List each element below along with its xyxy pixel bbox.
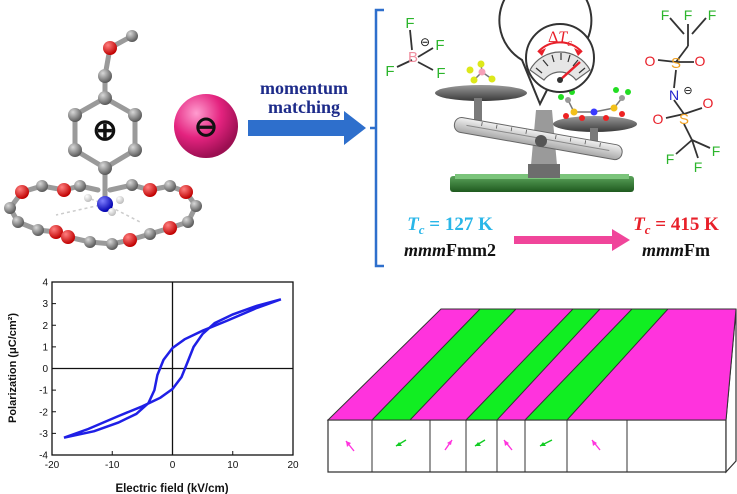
domain-slab [326,308,737,474]
tc-high-label: Tc = 415 K [633,214,719,237]
y-tick-label: 2 [42,321,48,332]
tfsi-anion: F F F S O O N ⊖ S O O F F F [645,7,721,175]
svg-text:F: F [712,143,721,159]
arrow-label-line1: momentum [260,78,348,98]
x-tick-label: 20 [287,460,299,471]
y-tick-label: -4 [39,451,48,462]
svg-text:F: F [385,63,394,80]
svg-text:F: F [661,7,670,23]
y-axis-label: Polarization (μC/cm²) [7,313,19,423]
y-tick-label: -3 [39,429,48,440]
anion-charge-icon: ⊖ [194,111,217,142]
scheme-bracket [370,8,384,268]
svg-text:F: F [684,7,693,23]
phase-transition-arrow [514,229,630,251]
svg-text:S: S [679,111,689,128]
tc-low-label: Tc = 127 K [407,214,493,237]
x-tick-label: 0 [170,460,176,471]
y-tick-label: 3 [42,299,48,310]
svg-text:⊖: ⊖ [683,85,692,97]
momentum-matching-arrow [248,111,366,145]
space-group-low: mmmFmm2 [404,240,496,260]
hysteresis-loop [63,298,282,439]
x-tick-label: 10 [227,460,239,471]
x-axis-label: Electric field (kV/cm) [115,483,228,494]
svg-text:F: F [694,159,703,175]
svg-text:F: F [405,15,414,32]
y-tick-label: -2 [39,407,48,418]
anion-sphere [174,94,238,158]
balance-illustration [435,0,637,192]
x-tick-label: -20 [45,460,60,471]
delta-tc-label: ΔTc [548,29,572,49]
bf4-anion: F B F F F ⊖ [385,15,445,82]
space-group-high: mmmFm [642,240,710,260]
svg-text:B: B [408,49,418,66]
y-tick-label: -1 [39,386,48,397]
x-tick-label: -10 [105,460,120,471]
svg-text:O: O [653,111,664,127]
svg-text:F: F [436,65,445,82]
arrow-label-line2: matching [268,97,340,117]
y-tick-label: 4 [42,278,48,289]
svg-text:N: N [669,87,679,103]
svg-text:O: O [695,53,706,69]
y-tick-label: 1 [42,342,48,353]
y-tick-label: 0 [42,364,48,375]
svg-text:F: F [435,37,444,54]
svg-text:F: F [708,7,717,23]
svg-text:O: O [703,95,714,111]
svg-text:O: O [645,53,656,69]
svg-text:S: S [671,55,681,72]
cation-molecule [4,30,202,250]
svg-text:⊖: ⊖ [420,35,430,49]
cation-charge-icon: ⊕ [92,114,117,147]
svg-text:F: F [666,151,675,167]
